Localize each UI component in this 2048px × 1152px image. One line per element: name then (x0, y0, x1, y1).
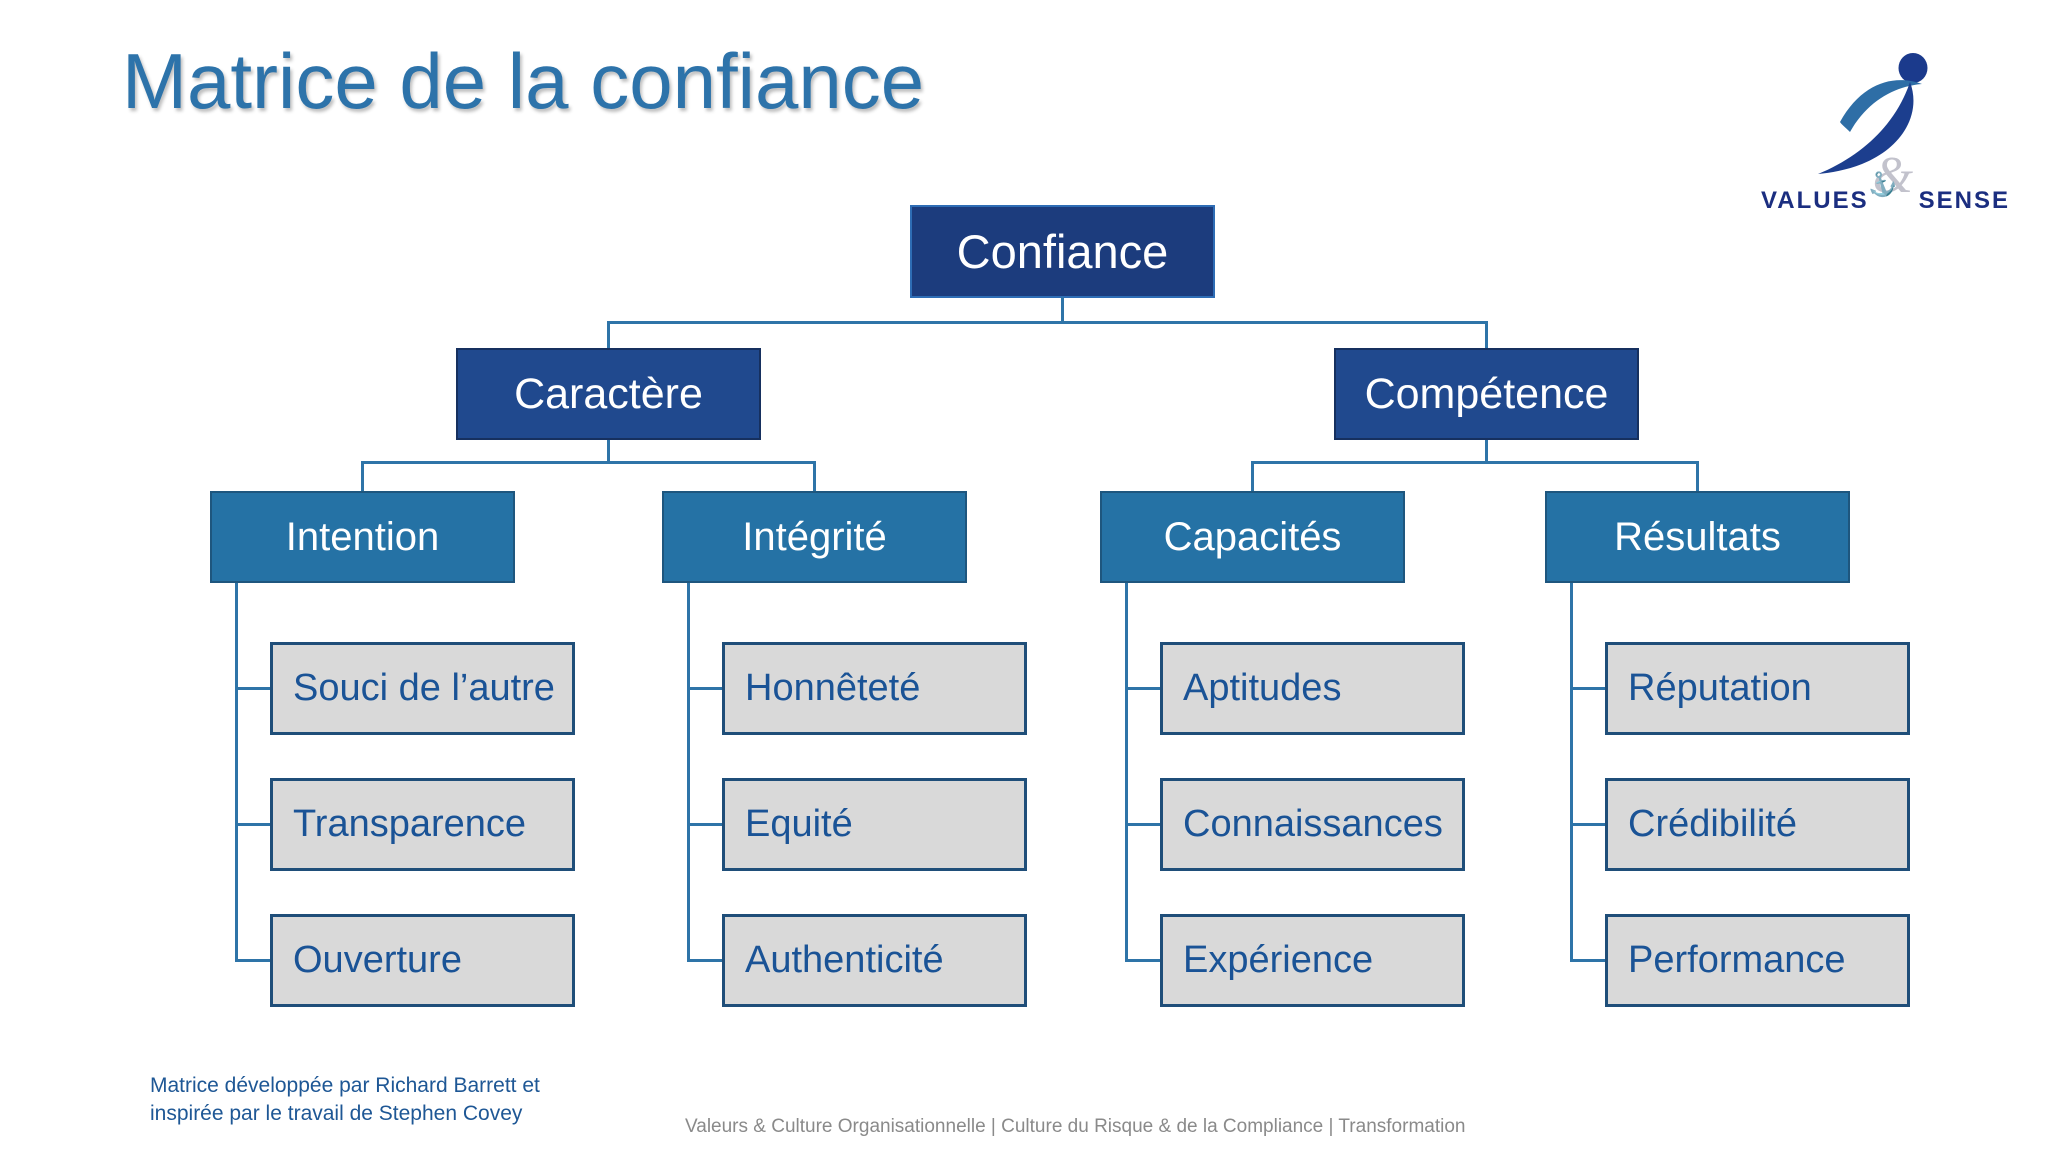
logo-wordmark: Values & ⚓ Sense (1660, 147, 2010, 217)
page-title: Matrice de la confiance (122, 37, 925, 125)
connector-line (1485, 440, 1488, 463)
leaf-reputation: Réputation (1605, 642, 1910, 735)
connector-line (1125, 583, 1128, 962)
connector-line (1125, 823, 1160, 826)
leaf-souci-de-lautre: Souci de l’autre (270, 642, 575, 735)
leaf-aptitudes: Aptitudes (1160, 642, 1465, 735)
connector-line (1696, 461, 1699, 491)
credit-line-2: inspirée par le travail de Stephen Covey (150, 1102, 523, 1125)
leaf-performance: Performance (1605, 914, 1910, 1007)
logo-ampersand: & (1872, 147, 1916, 204)
connector-line (361, 461, 364, 491)
connector-line (687, 687, 722, 690)
connector-line (607, 440, 610, 463)
connector-line (687, 583, 690, 962)
connector-line (235, 959, 270, 962)
leaf-ouverture: Ouverture (270, 914, 575, 1007)
leaf-equite: Equité (722, 778, 1027, 871)
leaf-connaissances: Connaissances (1160, 778, 1465, 871)
leaf-honnetete: Honnêteté (722, 642, 1027, 735)
connector-line (1570, 687, 1605, 690)
connector-line (1061, 297, 1064, 323)
logo-person-swoosh-icon (1818, 53, 1928, 174)
node-caractere: Caractère (456, 348, 761, 440)
leaf-credibilite: Crédibilité (1605, 778, 1910, 871)
connector-line (687, 959, 722, 962)
leaf-experience: Expérience (1160, 914, 1465, 1007)
leaf-authenticite: Authenticité (722, 914, 1027, 1007)
connector-line (235, 687, 270, 690)
connector-line (607, 321, 610, 349)
connector-line (235, 823, 270, 826)
values-sense-logo: Values & ⚓ Sense (1660, 50, 2010, 225)
connector-line (1570, 823, 1605, 826)
footer-tagline: Valeurs & Culture Organisationnelle | Cu… (685, 1116, 1466, 1137)
node-capacites: Capacités (1100, 491, 1405, 583)
logo-word-sense: Sense (1918, 178, 2010, 216)
leaf-transparence: Transparence (270, 778, 575, 871)
node-competence: Compétence (1334, 348, 1639, 440)
connector-line (361, 461, 816, 464)
connector-line (813, 461, 816, 491)
logo-amp-group: & ⚓ (1863, 147, 1917, 208)
node-integrite: Intégrité (662, 491, 967, 583)
logo-word-values: Values (1761, 178, 1869, 216)
connector-line (1570, 959, 1605, 962)
node-confiance: Confiance (910, 205, 1215, 298)
connector-line (1125, 959, 1160, 962)
connector-line (687, 823, 722, 826)
connector-line (1251, 461, 1254, 491)
connector-line (1251, 461, 1698, 464)
connector-line (1570, 583, 1573, 962)
connector-line (235, 583, 238, 962)
credit-note: Matrice développée par Richard Barrett e… (150, 1072, 540, 1128)
connector-line (607, 321, 1488, 324)
credit-line-1: Matrice développée par Richard Barrett e… (150, 1074, 540, 1097)
connector-line (1485, 321, 1488, 349)
node-resultats: Résultats (1545, 491, 1850, 583)
connector-line (1125, 687, 1160, 690)
node-intention: Intention (210, 491, 515, 583)
